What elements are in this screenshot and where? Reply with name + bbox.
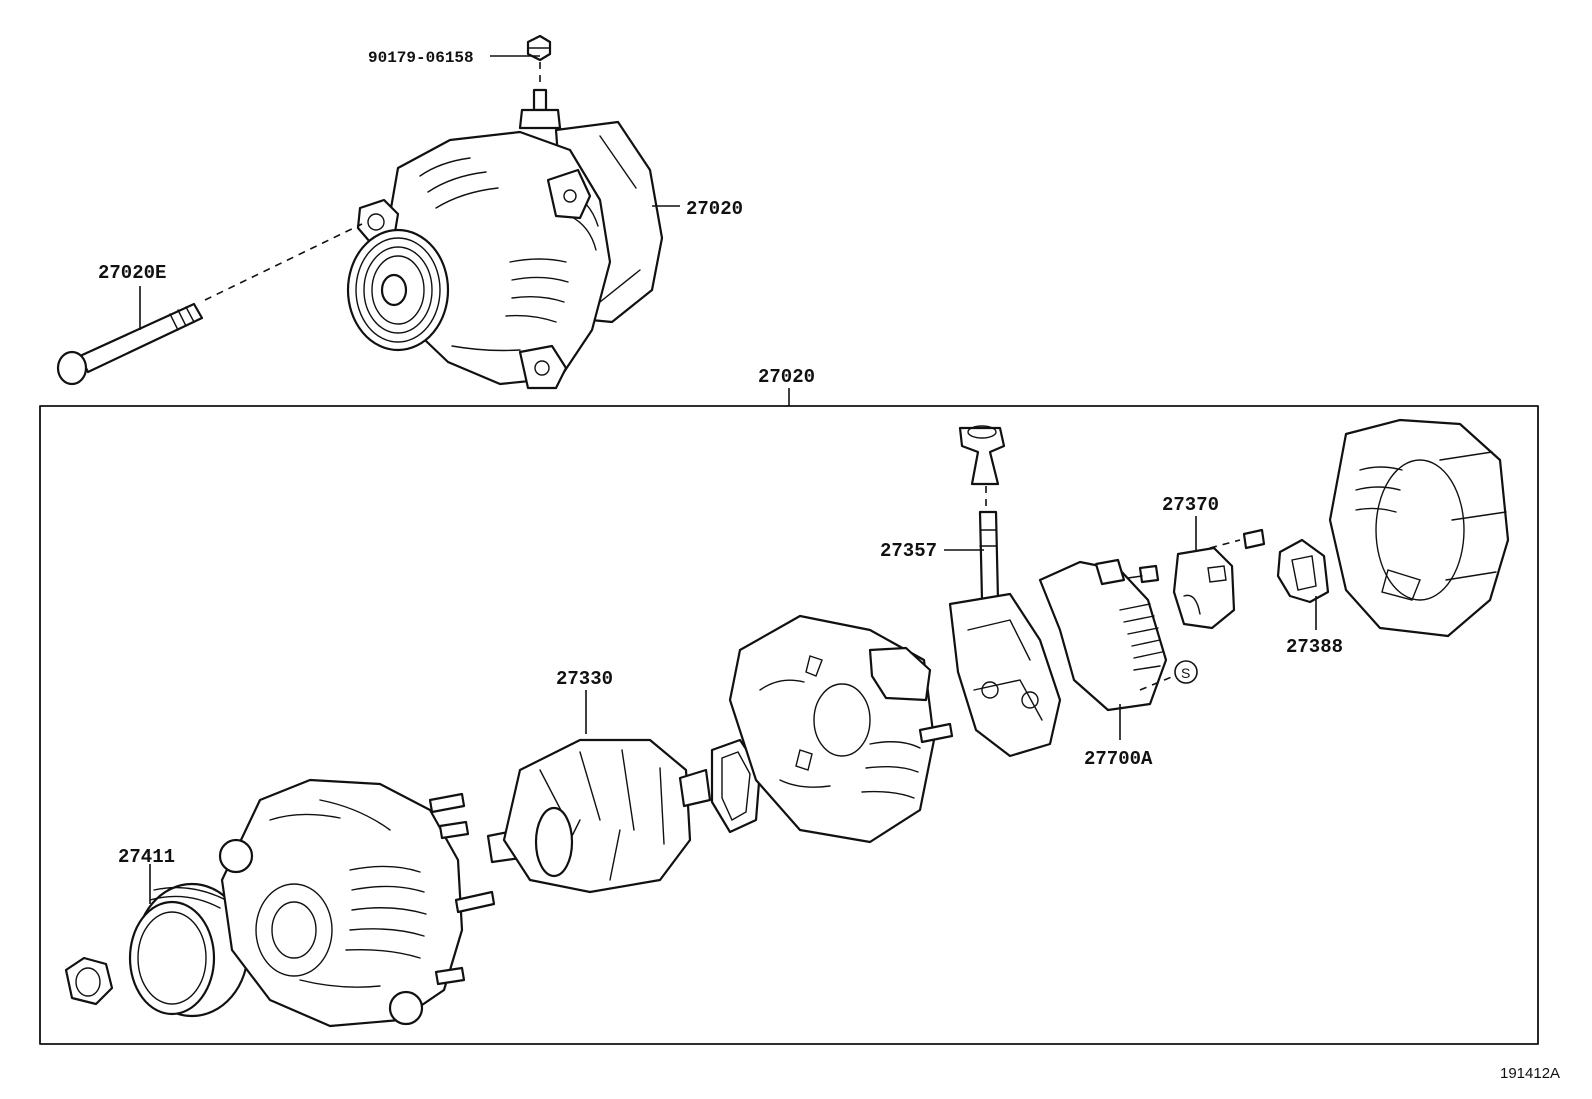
callout-27020E: 27020E [98,262,166,284]
alternator-assembly-drawing [346,88,664,390]
callout-27357: 27357 [880,540,937,562]
bolt-90179-06158-drawing [526,34,552,62]
cover-plate-27388-drawing [1276,538,1330,604]
small-screw-drawing [1127,564,1160,584]
rectifier-27700A-drawing [1038,558,1168,712]
callout-90179-06158: 90179-06158 [368,49,474,67]
rear-end-cover-drawing [1328,418,1510,638]
rear-frame-drawing [728,614,954,844]
callout-27330: 27330 [556,668,613,690]
callout-27370: 27370 [1162,494,1219,516]
callout-27388: 27388 [1286,636,1343,658]
callout-27700A: 27700A [1084,748,1153,770]
through-bolt-27020E-drawing [56,302,204,386]
pulley-27411-drawing [128,882,250,1018]
regulator-holder-27370-drawing [1172,546,1236,630]
through-bolt-dash-line [204,223,363,301]
callout-27020-group: 27020 [758,366,815,388]
front-housing-drawing [218,778,496,1028]
callout-27411: 27411 [118,846,175,868]
regulator-screw-dash [1209,539,1241,549]
gasket-ring-drawing [710,738,762,834]
callout-27020-top: 27020 [686,198,743,220]
sealer-symbol [1174,660,1198,684]
reference-code: 191412A [1500,1065,1560,1082]
nut-drawing [64,956,114,1006]
brush-holder-drawing [948,510,1062,758]
rotor-27330-drawing [486,738,712,894]
terminal-insulator-27357-drawing [958,425,1006,486]
sealer-symbol-letter: S [1181,665,1190,681]
sealer-dash-line [1139,675,1175,691]
regulator-screw-drawing [1242,528,1266,550]
